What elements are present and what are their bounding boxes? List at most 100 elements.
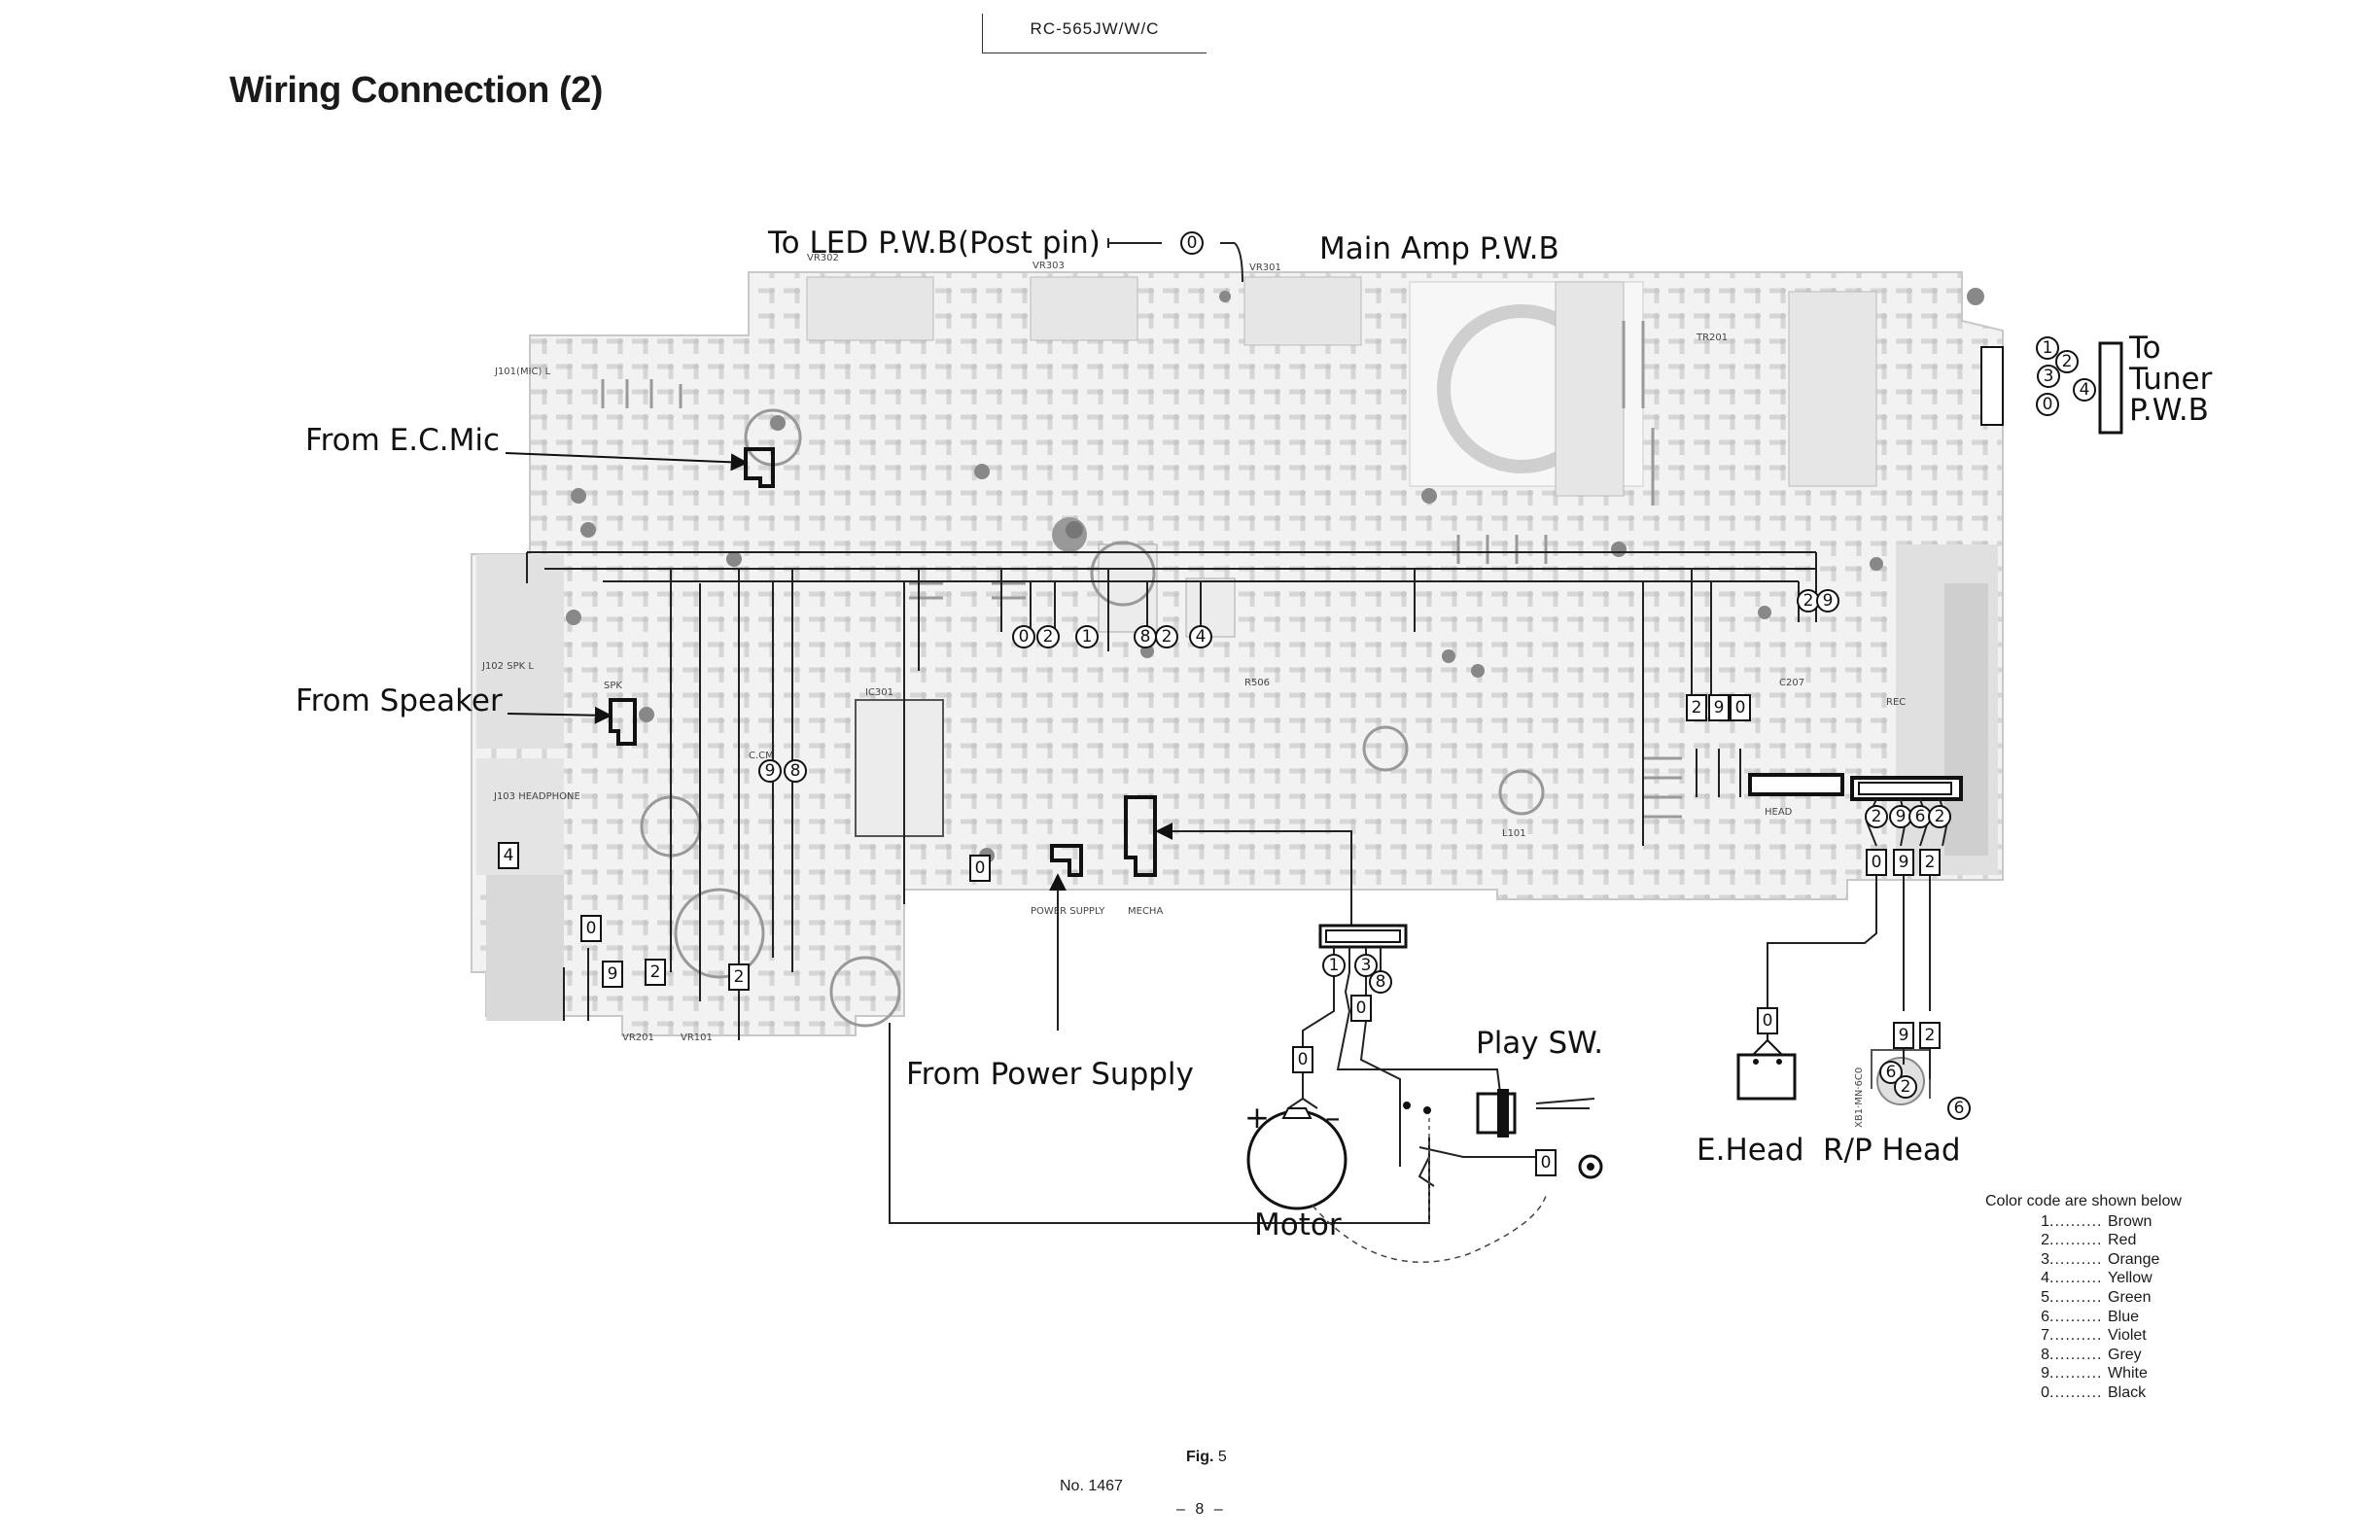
legend-color-name: Yellow bbox=[2108, 1270, 2152, 1287]
legend-row: 3.......... Orange bbox=[1985, 1250, 2219, 1270]
silk-power-supply: POWER SUPPLY bbox=[1031, 906, 1105, 917]
wire-code-marker: 9 bbox=[1889, 805, 1912, 828]
wire-code-marker: 0 bbox=[1180, 231, 1204, 255]
wire-code-marker: 0 bbox=[1866, 849, 1887, 876]
silk-c207: C207 bbox=[1779, 678, 1804, 688]
legend-dots: .......... bbox=[2049, 1327, 2103, 1345]
silk-c-cm: C.CM bbox=[749, 751, 774, 761]
wire-code-value: 2 bbox=[1803, 591, 1814, 611]
silk-vr303: VR303 bbox=[1032, 261, 1065, 271]
wire-code-value: 6 bbox=[1915, 807, 1926, 826]
color-code-legend: Color code are shown below 1..........Br… bbox=[1985, 1192, 2219, 1403]
rp-head: XB1·MN·6C0 bbox=[1854, 1045, 1931, 1128]
wire-code-marker: 4 bbox=[1189, 625, 1212, 648]
legend-code: 9 bbox=[2041, 1365, 2049, 1382]
legend-row: 2..........Red bbox=[1985, 1231, 2219, 1250]
wire-code-value: 2 bbox=[1925, 1026, 1936, 1045]
label-arrows bbox=[505, 452, 749, 724]
legend-color-name: Brown bbox=[2108, 1212, 2152, 1230]
play-switch bbox=[1403, 1089, 1603, 1225]
wire-code-value: 8 bbox=[790, 761, 801, 781]
wire-code-marker: 0 bbox=[1730, 694, 1751, 721]
wire-code-marker: 2 bbox=[1894, 1075, 1917, 1099]
e-head bbox=[1736, 1026, 1797, 1101]
legend-code: 4 bbox=[2041, 1270, 2049, 1287]
wire-code-marker: 6 bbox=[1947, 1097, 1971, 1120]
power-mecha-connectors bbox=[1050, 795, 1157, 877]
wire-code-marker: 1 bbox=[2036, 336, 2059, 360]
wire-code-marker: 2 bbox=[1797, 589, 1820, 612]
fig-number: 5 bbox=[1217, 1449, 1227, 1465]
wire-code-value: 8 bbox=[1140, 627, 1151, 647]
legend-code: 1 bbox=[2041, 1212, 2049, 1230]
motor bbox=[1246, 1107, 1547, 1263]
motor-connector bbox=[1318, 924, 1408, 949]
wire-code-marker: 0 bbox=[580, 915, 602, 942]
ecmic-connector bbox=[744, 447, 775, 488]
label-motor: Motor bbox=[1254, 1208, 1342, 1242]
legend-row: 7..........Violet bbox=[1985, 1326, 2219, 1346]
wire-code-marker: 9 bbox=[758, 759, 782, 783]
label-main-amp-pwb: Main Amp P.W.B bbox=[1319, 231, 1559, 266]
wire-code-value: 0 bbox=[1187, 233, 1198, 253]
wire-code-value: 3 bbox=[1361, 956, 1372, 975]
wire-code-marker: 0 bbox=[2036, 393, 2059, 416]
wire-code-value: 1 bbox=[1329, 956, 1340, 975]
wire-code-value: 0 bbox=[1763, 1011, 1773, 1031]
wire-code-value: 3 bbox=[2044, 367, 2054, 386]
silk-l101: L101 bbox=[1502, 828, 1526, 839]
label-to-led-pwb: To LED P.W.B(Post pin) bbox=[767, 226, 1101, 261]
wire-code-marker: 2 bbox=[1919, 849, 1941, 876]
silk-ic301: IC301 bbox=[865, 687, 893, 698]
legend-dots: .......... bbox=[2049, 1250, 2103, 1268]
wire-code-value: 9 bbox=[608, 964, 618, 984]
wire-code-marker: 9 bbox=[1708, 694, 1730, 721]
wire-code-marker: 2 bbox=[2055, 350, 2079, 373]
legend-color-name: Orange bbox=[2108, 1250, 2160, 1268]
legend-code: 0 bbox=[2041, 1383, 2049, 1401]
legend-color-name: Grey bbox=[2108, 1346, 2142, 1363]
model-number-tab: RC-565JW/W/C bbox=[982, 14, 1207, 53]
legend-color-name: Green bbox=[2108, 1288, 2152, 1306]
wire-code-value: 2 bbox=[1935, 807, 1945, 826]
wire-code-marker: 2 bbox=[1919, 1022, 1941, 1049]
figure-label: Fig. 5 bbox=[1186, 1449, 1227, 1466]
wire-code-value: 0 bbox=[1872, 853, 1882, 872]
legend-color-name: Blue bbox=[2108, 1308, 2140, 1325]
wire-code-marker: 0 bbox=[969, 855, 991, 882]
label-rp-head: R/P Head bbox=[1823, 1133, 1961, 1168]
legend-dots: .......... bbox=[2049, 1270, 2103, 1287]
legend-dots: .......... bbox=[2049, 1346, 2103, 1363]
wire-code-marker: 2 bbox=[1155, 625, 1178, 648]
wire-code-value: 0 bbox=[586, 919, 597, 938]
silk-vr201: VR201 bbox=[622, 1032, 654, 1043]
legend-row: 9..........White bbox=[1985, 1364, 2219, 1383]
legend-row: 5..........Green bbox=[1985, 1288, 2219, 1308]
silk-tr201: TR201 bbox=[1696, 332, 1728, 343]
silk-j101: J101(MIC) L bbox=[494, 367, 551, 377]
wire-code-value: 4 bbox=[1196, 627, 1207, 647]
silk-rec: REC bbox=[1886, 697, 1906, 708]
legend-code: 3 bbox=[2041, 1250, 2049, 1268]
legend-color-name: Black bbox=[2108, 1383, 2147, 1401]
wire-code-value: 2 bbox=[2062, 352, 2073, 371]
legend-code: 5 bbox=[2041, 1288, 2049, 1306]
silk-j102: J102 SPK L bbox=[481, 661, 534, 672]
legend-dots: .......... bbox=[2049, 1232, 2103, 1249]
wire-code-marker: 2 bbox=[1865, 805, 1888, 828]
wire-code-value: 0 bbox=[1356, 998, 1367, 1018]
wire-code-marker: 2 bbox=[728, 963, 750, 991]
wire-code-value: 9 bbox=[1899, 1026, 1909, 1045]
svg-text:XB1·MN·6C0: XB1·MN·6C0 bbox=[1854, 1068, 1865, 1128]
head-connectors bbox=[1748, 773, 1963, 801]
legend-dots: .......... bbox=[2049, 1308, 2103, 1325]
wire-code-marker: 0 bbox=[1012, 625, 1035, 648]
wire-code-value: 0 bbox=[1298, 1050, 1309, 1069]
fig-prefix: Fig. bbox=[1186, 1449, 1214, 1465]
wire-code-value: 0 bbox=[1019, 627, 1030, 647]
silk-vr301: VR301 bbox=[1249, 262, 1281, 273]
wire-code-value: 1 bbox=[2043, 338, 2053, 358]
tuner-connector bbox=[1980, 341, 2123, 435]
